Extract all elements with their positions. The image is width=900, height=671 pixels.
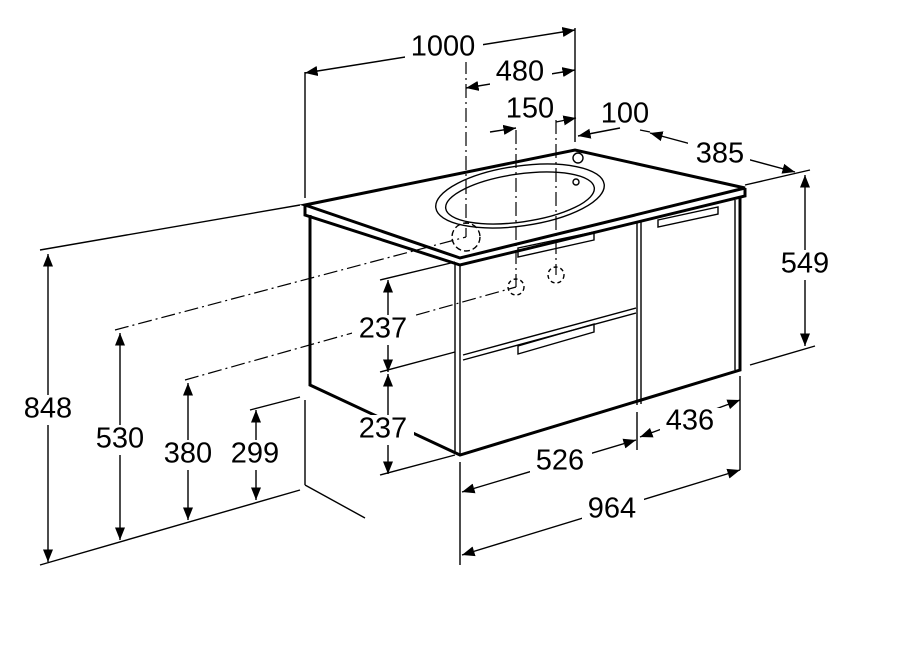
tap-hole xyxy=(572,152,584,164)
dim-base-clearance: 299 xyxy=(231,438,279,470)
drawer-handle-bottom xyxy=(517,323,595,355)
dim-drawer-bottom-height: 237 xyxy=(359,413,407,445)
dim-waste-height: 530 xyxy=(96,423,144,455)
dim-tap-offset: 100 xyxy=(601,98,649,130)
cabinet xyxy=(308,198,742,457)
service-points xyxy=(451,222,565,296)
dim-drawer-top-height: 237 xyxy=(359,313,407,345)
dim-overall-height: 848 xyxy=(24,393,72,425)
projection-lines xyxy=(114,60,557,381)
dim-basin-offset: 480 xyxy=(496,56,544,88)
dim-depth: 385 xyxy=(696,138,744,170)
dim-door-width: 436 xyxy=(666,405,714,437)
dim-drawer-width: 526 xyxy=(536,445,584,477)
dimension-lines xyxy=(39,27,816,566)
dim-supply-height: 380 xyxy=(164,438,212,470)
drawer-handle-top xyxy=(517,231,595,258)
door-handle xyxy=(657,206,719,228)
dim-cabinet-height: 549 xyxy=(781,248,829,280)
dim-cabinet-width: 964 xyxy=(588,493,636,525)
dim-overall-width: 1000 xyxy=(411,31,476,63)
countertop xyxy=(299,148,747,267)
dim-tap-spacing: 150 xyxy=(506,93,554,125)
